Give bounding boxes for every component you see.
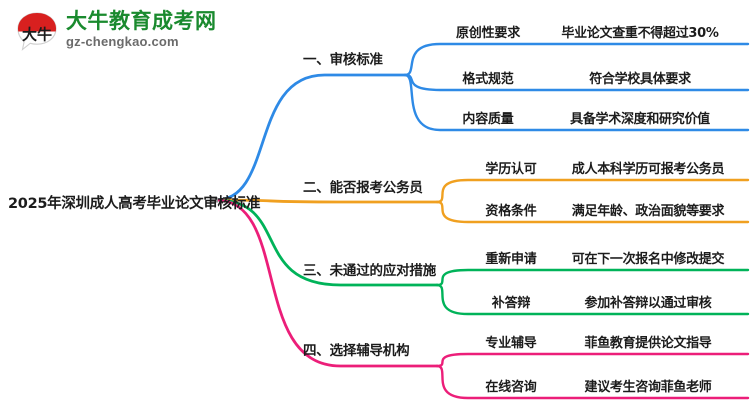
leaf-desc-1-2: 符合学校具体要求: [589, 72, 691, 87]
logo-name-en: gz-chengkao.com: [66, 34, 179, 49]
logo-name-cn: 大牛教育成考网: [66, 9, 217, 33]
branch-title-1: 一、审核标准: [303, 52, 383, 68]
leaf-desc-3-1: 可在下一次报名中修改提交: [571, 252, 725, 267]
leaf-label-2-1: 学历认可: [485, 162, 537, 177]
leaf-label-4-1: 专业辅导: [485, 336, 537, 351]
leaf-label-3-2: 补答辩: [491, 296, 531, 311]
leaf-desc-1-1: 毕业论文查重不得超过30%: [561, 26, 719, 41]
leaf-label-1-3: 内容质量: [462, 112, 514, 127]
mindmap-root-title: 2025年深圳成人高考毕业论文审核标准: [8, 196, 261, 212]
leaf-desc-4-1: 菲鱼教育提供论文指导: [584, 336, 712, 351]
leaf-desc-4-2: 建议考生咨询菲鱼老师: [584, 380, 712, 395]
leaf-label-1-2: 格式规范: [462, 72, 514, 87]
leaf-desc-2-2: 满足年龄、政治面貌等要求: [571, 204, 725, 219]
site-logo: 大牛 大牛教育成考网 gz-chengkao.com: [14, 8, 244, 56]
leaf-label-2-2: 资格条件: [485, 204, 537, 219]
speech-bubble-logo-icon: 大牛: [17, 12, 57, 51]
leaf-label-3-1: 重新申请: [485, 252, 537, 267]
svg-text:大牛: 大牛: [22, 26, 52, 44]
branch-title-3: 三、未通过的应对措施: [303, 263, 436, 279]
leaf-desc-1-3: 具备学术深度和研究价值: [570, 112, 710, 127]
leaf-label-4-2: 在线咨询: [485, 380, 537, 395]
branch-title-2: 二、能否报考公务员: [303, 180, 423, 196]
leaf-label-1-1: 原创性要求: [455, 26, 521, 41]
branch-title-4: 四、选择辅导机构: [303, 343, 410, 359]
leaf-desc-3-2: 参加补答辩以通过审核: [584, 296, 712, 311]
leaf-desc-2-1: 成人本科学历可报考公务员: [571, 162, 725, 177]
